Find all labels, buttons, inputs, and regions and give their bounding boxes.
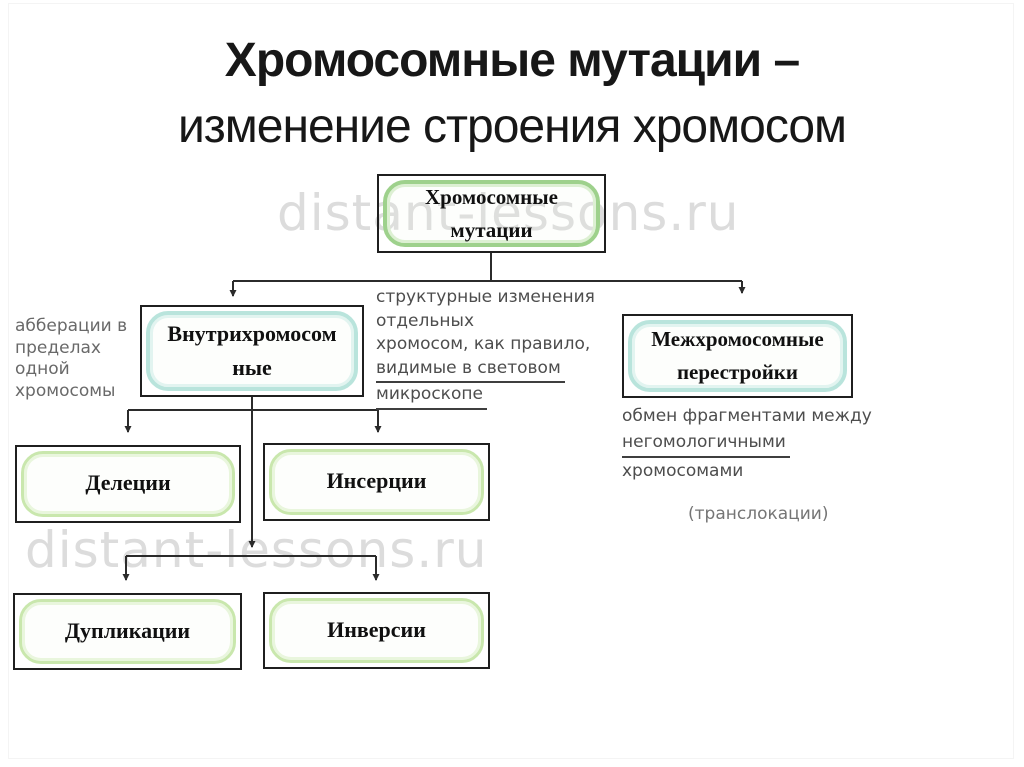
node-deletions-shape: Делеции (21, 451, 235, 517)
node-chromosomal-mutations: Хромосомные мутации (377, 174, 606, 253)
node-insertions: Инсерции (263, 443, 490, 521)
node-label: Инверсии (327, 617, 426, 642)
node-intrachromosomal: Внутрихромосом ные (140, 305, 364, 397)
note-structural-underlined-1: видимые в световом (376, 357, 565, 383)
note-exchange-rest: хромосомами (622, 461, 744, 481)
node-label: Внутрихромосом ные (167, 320, 337, 380)
title-line-1: Хромосомные мутации – (224, 34, 800, 87)
title-line-2: изменение строения хромосом (177, 100, 847, 153)
note-aberrations: абберации в пределах одной хромосомы (15, 316, 128, 401)
note-structural-line-2: хромосом, как правило, (376, 334, 591, 354)
page-title: Хромосомные мутации – изменение строения… (0, 28, 1024, 160)
node-duplications: Дупликации (13, 593, 242, 670)
note-structural-underlined-2: микроскопе (376, 383, 487, 410)
slide-frame (8, 3, 1014, 759)
node-intrachromosomal-shape: Внутрихромосом ные (146, 311, 358, 391)
node-duplications-shape: Дупликации (19, 599, 236, 664)
node-deletions: Делеции (15, 445, 241, 523)
watermark-bottom: distant-lessons.ru (25, 521, 488, 579)
node-label: Дупликации (64, 618, 191, 643)
node-label: Межхромосомные перестройки (651, 327, 824, 384)
node-inversions: Инверсии (263, 592, 490, 669)
note-exchange-line-2: негомологичными хромосомами (622, 429, 914, 484)
node-chromosomal-mutations-shape: Хромосомные мутации (383, 180, 600, 247)
node-label: Хромосомные мутации (424, 184, 558, 242)
node-inversions-shape: Инверсии (269, 598, 484, 663)
note-exchange-underlined: негомологичными (622, 429, 790, 458)
watermark-top: distant-lessons.ru (277, 184, 740, 242)
node-interchromosomal: Межхромосомные перестройки (622, 314, 853, 398)
node-insertions-shape: Инсерции (269, 449, 484, 515)
node-interchromosomal-shape: Межхромосомные перестройки (628, 320, 847, 392)
node-label: Инсерции (326, 468, 427, 493)
note-structural-line-1: структурные изменения отдельных (376, 287, 595, 331)
note-exchange-line-1: обмен фрагментами между (622, 406, 872, 426)
note-fragment-exchange: обмен фрагментами между негомологичными … (622, 403, 914, 527)
note-structural-changes: структурные изменения отдельных хромосом… (376, 286, 688, 410)
node-label: Делеции (85, 470, 171, 495)
note-translocations: (транслокации) (688, 504, 829, 524)
